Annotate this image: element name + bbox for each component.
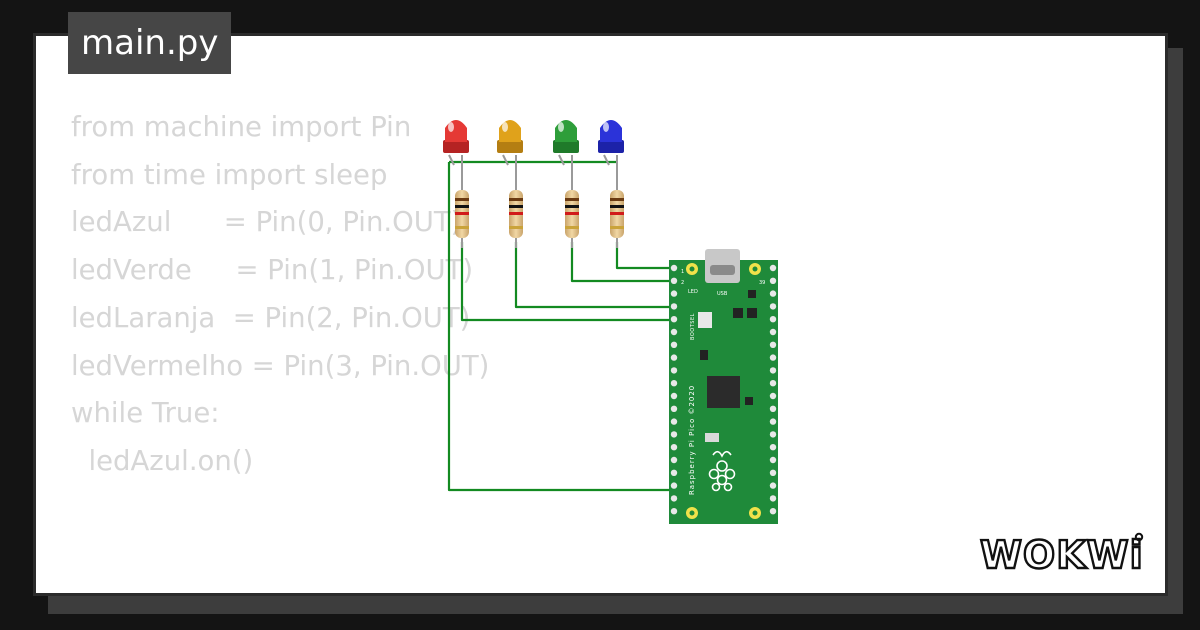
pin-hole[interactable] (769, 341, 777, 348)
code-line: ledVermelho = Pin(3, Pin.OUT) (71, 349, 490, 382)
logo-dot-icon (1134, 532, 1144, 542)
led-red-dome (445, 120, 467, 142)
pin-hole[interactable] (670, 469, 678, 476)
pin-hole[interactable] (670, 328, 678, 336)
raspberry-logo (708, 450, 736, 492)
pin39-label: 39 (759, 280, 765, 286)
wire-green (570, 242, 672, 283)
led-green-dome (555, 120, 577, 142)
pin-hole[interactable] (769, 469, 777, 476)
pin-hole[interactable] (670, 456, 678, 464)
code-line: ledLaranja = Pin(2, Pin.OUT) (71, 301, 471, 334)
pin-hole[interactable] (670, 316, 678, 323)
pin-hole[interactable] (769, 277, 777, 284)
pin-hole[interactable] (670, 495, 678, 502)
led-yellow[interactable] (497, 120, 523, 182)
pin-hole[interactable] (769, 431, 777, 438)
led-green[interactable] (553, 120, 579, 182)
pin-hole[interactable] (670, 392, 678, 400)
pin-hole[interactable] (670, 482, 678, 489)
pin-hole[interactable] (670, 367, 678, 374)
resistor-blue[interactable] (610, 175, 624, 248)
pin-hole[interactable] (670, 444, 678, 451)
wire-gnd-left (447, 162, 672, 492)
code-block: from machine import Pin from time import … (71, 104, 489, 486)
pin-hole[interactable] (670, 508, 678, 515)
pin-hole[interactable] (670, 277, 678, 284)
code-frame: from machine import Pin from time import … (33, 33, 1168, 596)
wires (447, 160, 672, 492)
pin-hole[interactable] (769, 354, 777, 361)
bootsel-label: BOOTSEL (690, 313, 696, 340)
pin-hole[interactable] (670, 380, 678, 387)
pin-hole[interactable] (769, 482, 777, 489)
pin-hole[interactable] (769, 316, 777, 323)
pin-hole[interactable] (769, 380, 777, 387)
led-blue[interactable] (598, 120, 624, 182)
led-red[interactable] (443, 120, 469, 182)
filename-tab[interactable]: main.py (68, 12, 232, 74)
pin-hole[interactable] (769, 508, 777, 515)
pin-hole[interactable] (670, 354, 678, 361)
wire-blue (615, 242, 672, 270)
pin-hole[interactable] (769, 495, 777, 502)
pin-hole[interactable] (670, 431, 678, 438)
pico-board[interactable]: Raspberry Pi Pico ©2020 BOOTSEL USB LED … (669, 249, 778, 524)
led-label: LED (688, 289, 698, 295)
pin-hole[interactable] (769, 367, 777, 374)
pin-hole[interactable] (769, 405, 777, 412)
code-line: ledAzul = Pin(0, Pin.OUT) (71, 206, 462, 239)
wokwi-logo: WOKWi (979, 532, 1144, 576)
led-blue-dome (600, 120, 622, 142)
wire-red (460, 242, 672, 322)
led-yellow-dome (499, 120, 521, 142)
code-line: from time import sleep (71, 158, 388, 191)
board-label: Raspberry Pi Pico ©2020 (688, 385, 696, 495)
pin-hole[interactable] (670, 303, 678, 310)
pin-hole[interactable] (670, 341, 678, 348)
pin1-label: 1 (681, 269, 684, 275)
pin2-label: 2 (681, 280, 684, 286)
pin-hole[interactable] (670, 264, 678, 272)
pin-hole[interactable] (769, 392, 777, 400)
pin-row-left (670, 264, 678, 515)
pin-hole[interactable] (769, 264, 777, 272)
pin-hole[interactable] (769, 418, 777, 425)
resistor-yellow[interactable] (509, 175, 523, 248)
pin-hole[interactable] (769, 303, 777, 310)
usb-label: USB (717, 291, 728, 297)
resistor-red[interactable] (455, 175, 469, 248)
pin-hole[interactable] (769, 444, 777, 451)
code-line: while True: (71, 397, 220, 430)
logo-text: WOKWi (980, 533, 1144, 576)
pin-row-right (769, 264, 777, 515)
resistor-green[interactable] (565, 175, 579, 248)
pin-hole[interactable] (769, 328, 777, 336)
code-line: ledAzul.on() (71, 444, 254, 477)
pin-hole[interactable] (670, 405, 678, 412)
pin-hole[interactable] (769, 456, 777, 464)
pin-hole[interactable] (670, 290, 678, 297)
wire-yellow (514, 242, 672, 309)
pin-hole[interactable] (769, 290, 777, 297)
code-line: from machine import Pin (71, 111, 412, 143)
code-line: ledVerde = Pin(1, Pin.OUT) (71, 254, 474, 287)
pin-hole[interactable] (670, 418, 678, 425)
